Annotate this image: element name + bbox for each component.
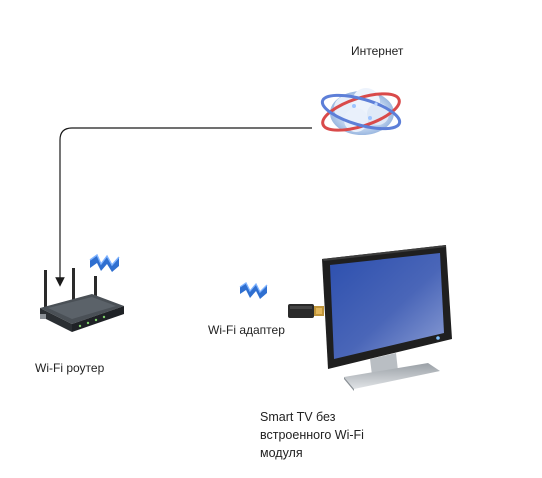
adapter-label: Wi-Fi адаптер <box>208 323 285 337</box>
tv-label-line-2: встроенного Wi-Fi <box>260 428 364 442</box>
wifi-router-icon <box>30 268 130 338</box>
wifi-signal-icon <box>88 252 122 274</box>
tv-label-line-3: модуля <box>260 446 303 460</box>
tv-label-line-1: Smart TV без <box>260 410 336 424</box>
cloud-globe-icon <box>316 80 406 145</box>
router-label: Wi-Fi роутер <box>35 361 105 375</box>
internet-label: Интернет <box>351 44 404 58</box>
wifi-signal-icon <box>238 280 270 300</box>
tv-label: Smart TV без встроенного Wi-Fi модуля <box>260 408 364 462</box>
usb-wifi-adapter-icon <box>286 300 326 324</box>
tv-monitor-icon <box>318 243 458 393</box>
